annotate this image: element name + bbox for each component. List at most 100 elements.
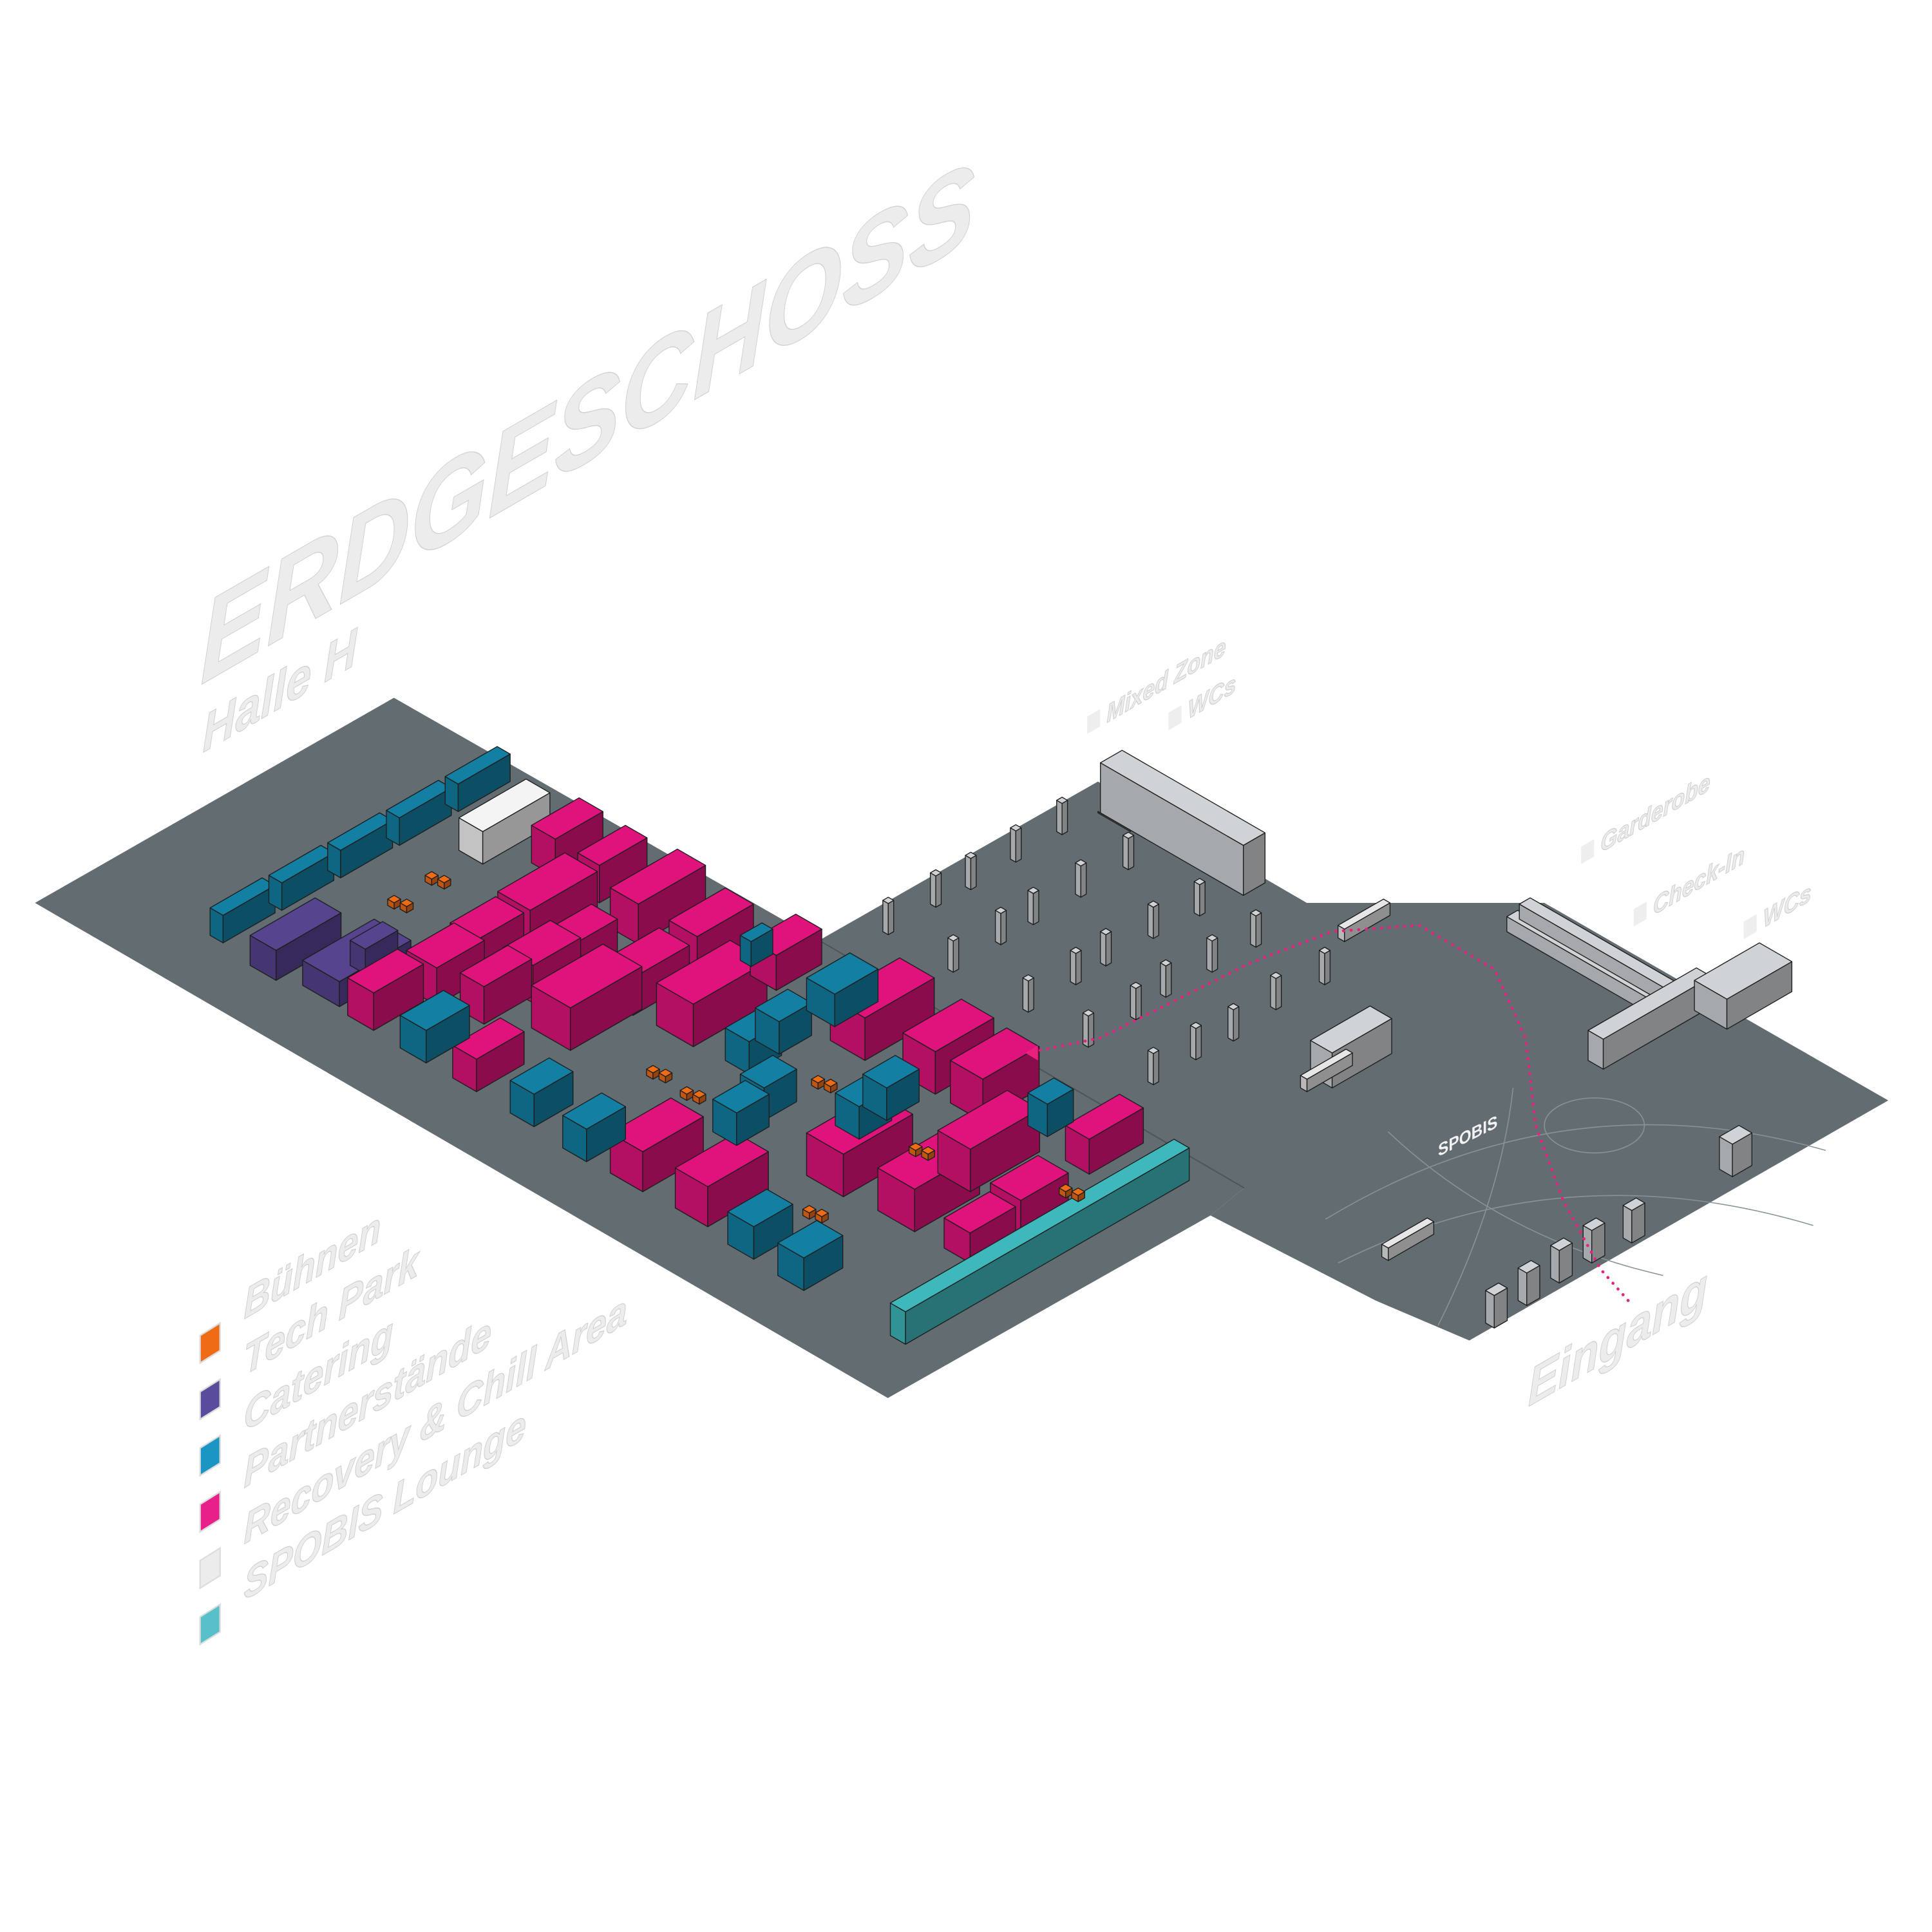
- stage: [1058, 1184, 1073, 1198]
- catering-booth-top: [777, 1220, 844, 1259]
- booths: [209, 746, 1793, 1345]
- pillar: [1227, 1003, 1240, 1042]
- pillar-side: [1318, 950, 1325, 985]
- entrance-pillar-side: [1622, 1205, 1633, 1244]
- pillar-top: [1010, 824, 1022, 831]
- pillar-top: [965, 851, 977, 859]
- wc-block-top: [1310, 1005, 1392, 1054]
- legend-swatch: [199, 1321, 221, 1365]
- catering-booth: [386, 779, 452, 846]
- pillar-front: [1199, 881, 1206, 917]
- pillar-front: [1128, 835, 1135, 871]
- pillar-side: [1206, 937, 1213, 973]
- catering-booth: [777, 1220, 844, 1291]
- partner-booth-top: [990, 1155, 1069, 1201]
- stage: [399, 898, 414, 914]
- stage: [646, 1065, 660, 1080]
- escalator-top: [1337, 898, 1391, 930]
- partner-booth: [347, 949, 424, 1031]
- pillar-top: [1027, 886, 1039, 895]
- entrance-pillar-side: [1485, 1290, 1495, 1329]
- partner-booth-top: [609, 1097, 704, 1153]
- pillar: [1318, 947, 1331, 985]
- pillar-front: [1211, 937, 1218, 973]
- legend-swatch: [199, 1378, 221, 1421]
- pillar-top: [1318, 947, 1331, 954]
- stage: [679, 1086, 694, 1101]
- partner-booth: [943, 1191, 1016, 1264]
- pillar-side: [1070, 950, 1077, 985]
- catering-booth-top: [862, 1055, 920, 1088]
- stage-top: [811, 1075, 826, 1084]
- pillar-front: [1088, 1012, 1095, 1048]
- stage-top: [679, 1086, 694, 1095]
- pillar-top: [1227, 1003, 1240, 1010]
- entrance-pillar: [1550, 1237, 1573, 1283]
- catering-booth-top: [509, 1057, 574, 1095]
- pillar-top: [994, 907, 1007, 914]
- catering-booth-top: [712, 1079, 770, 1113]
- pillar-front: [935, 872, 942, 908]
- pillar-side: [1250, 912, 1256, 948]
- stage: [1071, 1187, 1085, 1202]
- catering-booth: [444, 746, 511, 812]
- entrance-pillar-side: [1517, 1267, 1528, 1306]
- entrance-pillar-top: [1485, 1282, 1508, 1296]
- entrance-pillar: [1485, 1282, 1508, 1329]
- partner-booth-top: [902, 998, 994, 1052]
- tech-park-booth: [249, 897, 342, 981]
- pillar-side: [965, 855, 972, 891]
- stage-top: [399, 898, 414, 907]
- mixed-zone-wall-top: [1100, 750, 1266, 846]
- entrance-pillar-top: [1582, 1217, 1605, 1231]
- escalator: [1381, 1217, 1435, 1261]
- escalator-top: [1300, 1048, 1353, 1080]
- stage: [908, 1142, 923, 1157]
- pillar: [1027, 886, 1039, 925]
- partner-booth-top: [668, 887, 754, 938]
- pillar-side: [947, 937, 954, 973]
- pillar-side: [1189, 1025, 1197, 1061]
- pillar-top: [1130, 981, 1142, 989]
- pillar: [1189, 1021, 1202, 1061]
- catering-booth: [268, 844, 335, 911]
- pillar: [1147, 1046, 1160, 1086]
- catering-booth: [562, 1092, 626, 1162]
- pillar-top: [882, 896, 895, 904]
- pillar-front: [1061, 800, 1068, 835]
- area-label: WCs: [1743, 878, 1812, 940]
- area-label-text: Garderobe: [1600, 768, 1710, 858]
- pillar-front: [1153, 1050, 1160, 1086]
- pillar: [1022, 974, 1034, 1013]
- stage-top: [908, 1142, 923, 1151]
- pillar: [1130, 981, 1142, 1021]
- pillar-side: [929, 872, 936, 908]
- area-label-swatch: [1087, 708, 1101, 734]
- svg-text:ERDGESCHOSS: ERDGESCHOSS: [200, 133, 975, 710]
- partner-booth-top: [406, 922, 485, 969]
- pillar: [1206, 934, 1218, 973]
- catering-booth: [509, 1057, 574, 1128]
- recovery-chill-area-top: [458, 779, 551, 832]
- pillar-front: [1028, 977, 1034, 1013]
- stage: [658, 1068, 673, 1084]
- stage: [823, 1079, 838, 1094]
- pillar-top: [1082, 1009, 1095, 1017]
- stage: [815, 1208, 829, 1224]
- pillar: [1070, 947, 1082, 985]
- pillar: [994, 907, 1007, 945]
- pillar-side: [1022, 977, 1029, 1013]
- stage-top: [823, 1079, 838, 1088]
- pillar-side: [1270, 974, 1276, 1010]
- stage: [437, 875, 451, 890]
- path-arrowhead: [1025, 1045, 1038, 1061]
- partner-booth-top: [1065, 1094, 1144, 1140]
- stage-top: [1058, 1184, 1073, 1193]
- pillar-top: [1193, 878, 1206, 886]
- map-title: ERDGESCHOSS: [200, 133, 975, 710]
- pillar-top: [1075, 859, 1087, 867]
- pillar-front: [887, 900, 895, 936]
- catering-booth: [755, 989, 812, 1055]
